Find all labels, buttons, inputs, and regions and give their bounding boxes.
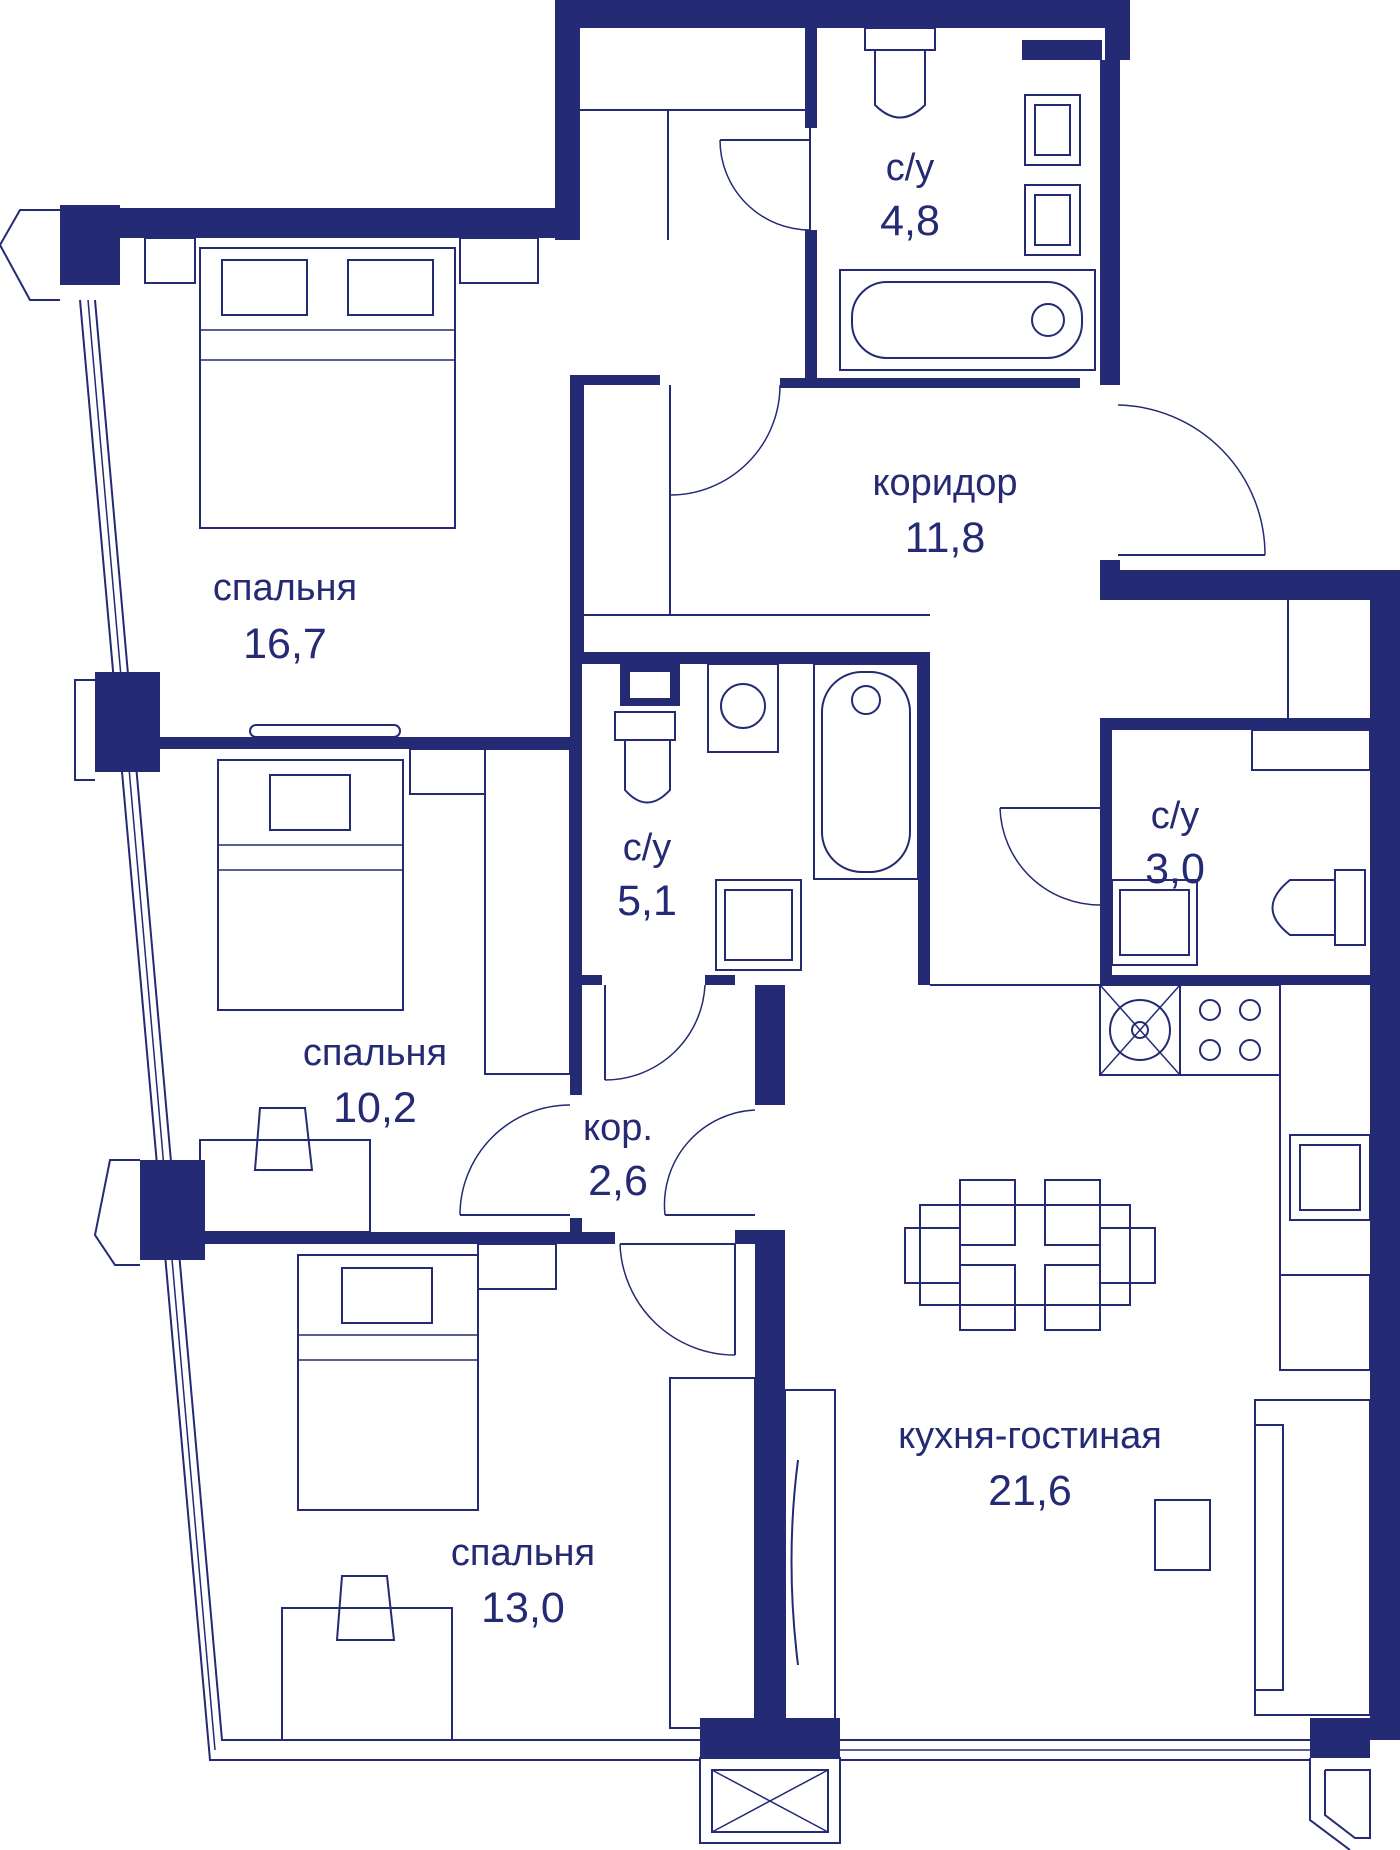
room-label-corridor: коридор 11,8 (873, 462, 1018, 562)
fixtures (144, 27, 1371, 1741)
room-area: 2,6 (588, 1157, 648, 1205)
room-name: с/у (1151, 795, 1200, 837)
window-frames (0, 28, 1371, 1850)
room-area: 13,0 (481, 1584, 565, 1632)
room-area: 11,8 (905, 514, 986, 562)
room-label-bedroom-2: спальня 10,2 (303, 1032, 447, 1132)
room-area: 5,1 (617, 877, 677, 925)
room-area: 16,7 (243, 620, 327, 668)
room-label-bathroom-middle: с/у 5,1 (617, 827, 677, 925)
room-label-kitchen-living: кухня-гостиная 21,6 (898, 1415, 1162, 1515)
room-name: спальня (213, 567, 357, 609)
room-name: кухня-гостиная (898, 1415, 1162, 1457)
room-area: 21,6 (988, 1467, 1072, 1515)
room-area: 10,2 (333, 1084, 417, 1132)
room-name: спальня (451, 1532, 595, 1574)
room-name: спальня (303, 1032, 447, 1074)
room-area: 4,8 (880, 197, 940, 245)
room-name: с/у (886, 147, 935, 189)
walls (60, 0, 1400, 1758)
room-area: 3,0 (1145, 845, 1205, 893)
room-label-bedroom-3: спальня 13,0 (451, 1532, 595, 1632)
room-name: кор. (583, 1107, 653, 1149)
room-label-bathroom-top: с/у 4,8 (880, 147, 940, 245)
doors (459, 139, 1266, 1356)
room-label-bathroom-small: с/у 3,0 (1145, 795, 1205, 893)
room-label-hall-small: кор. 2,6 (583, 1107, 653, 1205)
room-label-bedroom-1: спальня 16,7 (213, 567, 357, 668)
room-name: коридор (873, 462, 1018, 504)
room-name: с/у (623, 827, 672, 869)
